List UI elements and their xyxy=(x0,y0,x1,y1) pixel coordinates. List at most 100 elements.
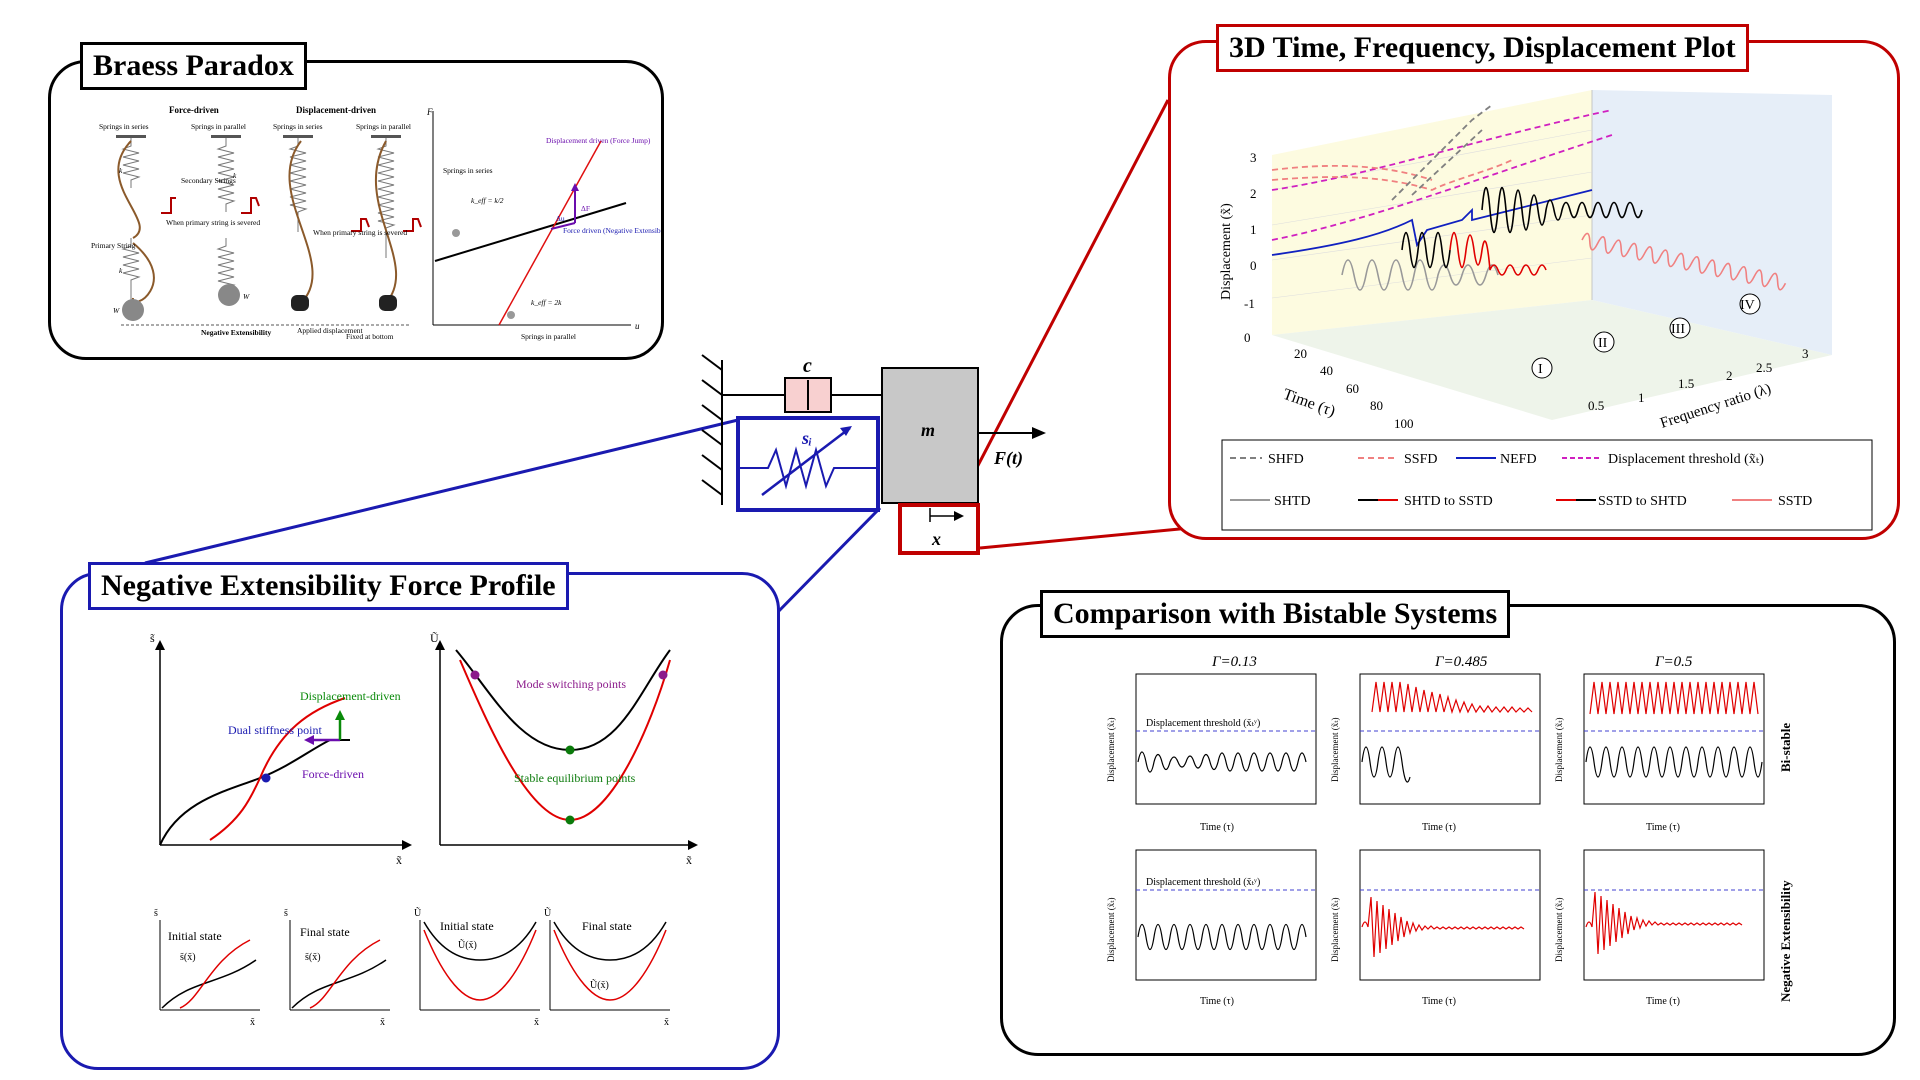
trace-II xyxy=(1449,231,1547,276)
svg-text:Bi-stable: Bi-stable xyxy=(1778,723,1793,772)
negext-figure: s̃ x̃ Displacement-driven Dual stiffness… xyxy=(150,631,698,1028)
threshold-line-2 xyxy=(1271,109,1613,191)
svg-text:III: III xyxy=(1671,322,1685,337)
mass-ball-1 xyxy=(122,299,144,321)
dual-stiffness-label: Dual stiffness point xyxy=(228,723,322,737)
svg-text:Displacement threshold (x̃ₜ): Displacement threshold (x̃ₜ) xyxy=(1608,452,1764,467)
svg-text:20: 20 xyxy=(1294,346,1307,361)
mini-plot-initial-s: s̃ x̃ Initial state s̃(x̃) xyxy=(154,908,260,1028)
svg-text:Ũ(x̃): Ũ(x̃) xyxy=(590,979,609,991)
svg-text:0.5: 0.5 xyxy=(1588,398,1604,413)
svg-text:100: 100 xyxy=(1394,416,1414,431)
svg-text:s̃: s̃ xyxy=(154,908,158,919)
svg-text:Ũ: Ũ xyxy=(430,631,439,645)
svg-text:Displacement-driven: Displacement-driven xyxy=(300,689,401,703)
red-curve xyxy=(209,697,346,841)
z-ticks: 3 2 1 0 -1 0 xyxy=(1244,150,1257,345)
svg-text:Mode switching points: Mode switching points xyxy=(516,677,626,691)
trace-I xyxy=(1341,259,1499,291)
force-label: F(t) xyxy=(993,448,1023,469)
z-tick-3: 3 xyxy=(1250,150,1257,165)
svg-text:x̃: x̃ xyxy=(686,853,692,867)
roman-labels: I II III IV xyxy=(1531,293,1761,379)
svg-text:NEFD: NEFD xyxy=(1500,452,1537,467)
svg-text:Ũ: Ũ xyxy=(544,907,552,919)
trace-IV xyxy=(1581,232,1787,291)
svg-text:1.5: 1.5 xyxy=(1678,376,1694,391)
z-tick-0: 0 xyxy=(1250,258,1257,273)
svg-text:40: 40 xyxy=(1320,363,1333,378)
svg-text:s̃(x̃): s̃(x̃) xyxy=(305,952,321,963)
svg-text:SHTD to SSTD: SHTD to SSTD xyxy=(1404,494,1493,509)
svg-text:x̃: x̃ xyxy=(664,1017,669,1028)
trace-III xyxy=(1481,186,1643,234)
svg-text:s̃: s̃ xyxy=(284,908,288,919)
z-tick-1: 1 xyxy=(1250,222,1257,237)
svg-text:Initial state: Initial state xyxy=(440,919,494,933)
disp-driven-label: Displacement-driven xyxy=(296,105,376,115)
applied-disp-label: Applied displacement xyxy=(297,326,364,335)
keff-series-label: k_eff = k/2 xyxy=(471,196,504,205)
braess-title: Braess Paradox xyxy=(80,42,307,90)
mini-plot-initial-U: Ũ x̃ Initial state Ũ(x̃) xyxy=(414,907,540,1028)
z-axis-label: Displacement (x̃) xyxy=(1219,203,1234,300)
svg-text:2: 2 xyxy=(1726,368,1733,383)
ssfd-curve xyxy=(1271,159,1513,191)
svg-text:Negative Extensibility: Negative Extensibility xyxy=(1778,880,1793,1002)
subplot-1-3: Displacement (x̃ₜ) Time (τ) xyxy=(1554,673,1765,833)
subplot-2-1: Displacement threshold (x̃ₜʸ) Displaceme… xyxy=(1106,849,1317,1007)
svg-text:2.5: 2.5 xyxy=(1756,360,1772,375)
svg-text:60: 60 xyxy=(1346,381,1359,396)
svg-text:SHFD: SHFD xyxy=(1268,452,1304,467)
svg-text:I: I xyxy=(1538,362,1543,377)
series-label-1: Springs in series xyxy=(99,122,149,131)
svg-text:Force-driven: Force-driven xyxy=(302,767,364,781)
svg-text:Ũ(x̃): Ũ(x̃) xyxy=(458,939,477,951)
svg-text:Time (τ): Time (τ) xyxy=(1200,822,1234,833)
z-tick-2: 2 xyxy=(1250,186,1257,201)
springs-series-inset: Springs in series xyxy=(443,166,493,175)
svg-text:x̃: x̃ xyxy=(380,1017,385,1028)
subplot-2-2: Displacement (x̃ₜ) Time (τ) xyxy=(1330,849,1541,1007)
svg-text:Ũ: Ũ xyxy=(414,907,422,919)
W-label-2: W xyxy=(243,292,250,301)
disp-box xyxy=(898,503,980,555)
wall-hatching xyxy=(701,354,723,496)
fixed-bottom-label: Fixed at bottom xyxy=(346,332,394,341)
series-label-2: Springs in series xyxy=(273,122,323,131)
bistable-figure: Γ=0.13 Γ=0.485 Γ=0.5 Bi-stable Negative … xyxy=(1106,654,1793,1007)
svg-text:1: 1 xyxy=(1638,390,1645,405)
svg-text:x̃: x̃ xyxy=(396,853,402,867)
svg-text:Displacement threshold (x̃ₜʸ): Displacement threshold (x̃ₜʸ) xyxy=(1146,718,1260,729)
disp-label: x xyxy=(931,529,941,549)
time-ticks: 20 40 60 80 100 xyxy=(1294,346,1414,431)
spring-drawings xyxy=(121,138,396,318)
force-displacement-graph: F u ΔF Δu Displacement driven (Force Jum… xyxy=(426,107,661,341)
svg-text:II: II xyxy=(1598,336,1608,351)
parallel-label-1: Springs in parallel xyxy=(191,122,246,131)
svg-text:Displacement (x̃ₜ): Displacement (x̃ₜ) xyxy=(1330,898,1340,962)
black-curve xyxy=(159,739,350,846)
shfd-curve xyxy=(1391,104,1493,201)
svg-text:Time (τ): Time (τ) xyxy=(1200,996,1234,1007)
svg-text:Time (τ): Time (τ) xyxy=(1646,996,1680,1007)
time-axis-label: Time (τ) xyxy=(1281,386,1338,421)
neg-ext-label: Negative Extensibility xyxy=(201,328,271,337)
svg-text:3: 3 xyxy=(1802,346,1809,361)
force-driven-label: Force-driven xyxy=(169,105,219,115)
legend-items: SHFD SSFD NEFD Displacement threshold (x… xyxy=(1230,452,1812,509)
primary-string-label: Primary String xyxy=(91,241,136,250)
spring-label: sᵢ xyxy=(801,428,812,448)
svg-text:SSTD to SHTD: SSTD to SHTD xyxy=(1598,494,1687,509)
severed-label-1: When primary string is severed xyxy=(166,218,260,227)
force-driven-neg-label: Force driven (Negative Extensibility) xyxy=(563,226,661,235)
svg-text:Stable equilibrium points: Stable equilibrium points xyxy=(514,771,636,785)
keff-parallel-label: k_eff = 2k xyxy=(531,298,562,307)
delta-F-label: ΔF xyxy=(581,204,590,213)
braess-panel: Force-driven Displacement-driven Springs… xyxy=(48,60,664,360)
plot3d-title: 3D Time, Frequency, Displacement Plot xyxy=(1216,24,1749,72)
spring-box xyxy=(736,416,880,512)
mass-block xyxy=(881,367,979,504)
svg-text:x̃: x̃ xyxy=(534,1017,539,1028)
svg-text:Γ=0.5: Γ=0.5 xyxy=(1654,654,1693,670)
